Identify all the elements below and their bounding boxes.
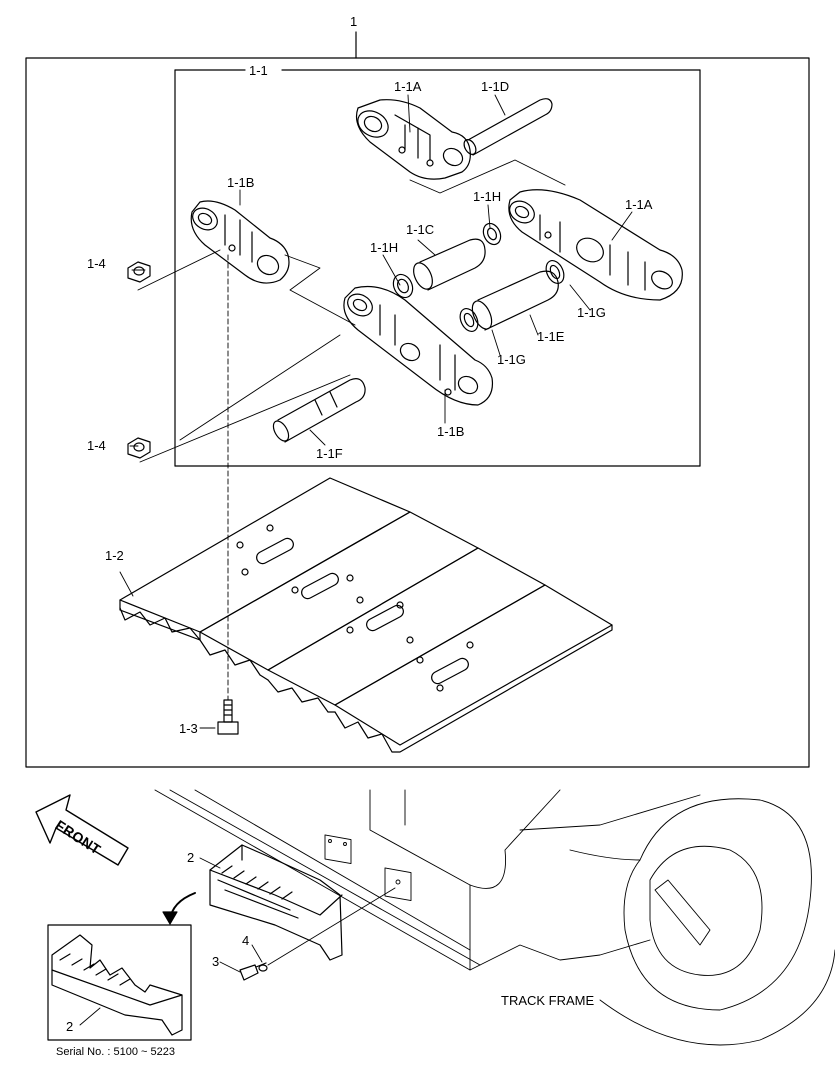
pin-1-1F <box>272 378 366 443</box>
callout-2-main: 2 <box>187 850 195 865</box>
callout-1-1F: 1-1F <box>316 446 343 461</box>
track-link-1-1A-top <box>355 99 471 180</box>
callout-1-1A-right: 1-1A <box>625 197 653 212</box>
bolt-1-3 <box>217 699 239 735</box>
callout-1-1C: 1-1C <box>406 222 435 237</box>
seal-1-1G-mid <box>459 308 479 332</box>
serial-number-label: Serial No. : 5100 ~ 5223 <box>56 1046 175 1058</box>
callout-1-1D: 1-1D <box>481 79 510 94</box>
seal-1-1G-right <box>545 260 565 284</box>
inset-box <box>47 924 192 1041</box>
bushing-1-1C <box>413 238 486 291</box>
seal-1-1H-left <box>392 273 414 299</box>
callout-1-1: 1-1 <box>248 63 269 78</box>
nut-1-4-top <box>127 261 151 283</box>
pin-1-1D <box>463 98 553 156</box>
callout-1-1G-right: 1-1G <box>577 305 606 320</box>
callout-1: 1 <box>349 14 359 29</box>
nut-1-4-bottom <box>127 437 151 459</box>
callout-1-3: 1-3 <box>179 721 198 736</box>
inset-pointer-arrow <box>162 892 196 925</box>
callout-1-1B-top: 1-1B <box>227 175 255 190</box>
callout-1-1G-mid: 1-1G <box>497 352 526 367</box>
track-frame-label: TRACK FRAME <box>501 993 595 1008</box>
bushing-1-1E <box>471 270 559 331</box>
track-link-1-1A-right <box>508 189 683 301</box>
callout-1-4-bottom: 1-4 <box>87 438 106 453</box>
track-link-1-1B-left <box>190 200 290 284</box>
front-arrow <box>35 794 129 866</box>
callout-1-1B-bottom: 1-1B <box>437 424 465 439</box>
track-shoe-plates-1-2 <box>119 477 613 753</box>
callout-3: 3 <box>212 954 220 969</box>
leader-lines-lower <box>79 857 396 1026</box>
callout-2-inset: 2 <box>66 1019 74 1034</box>
leader-lines <box>119 94 633 729</box>
step-2-main <box>209 844 343 961</box>
callout-1-1A-top: 1-1A <box>394 79 422 94</box>
callout-1-4-top: 1-4 <box>87 256 106 271</box>
callout-1-1H-left: 1-1H <box>370 240 399 255</box>
callout-1-1H-right: 1-1H <box>473 189 502 204</box>
track-link-1-1B-bottom <box>343 285 494 406</box>
seal-1-1H-right <box>482 222 502 246</box>
callout-4: 4 <box>242 933 250 948</box>
track-frame <box>154 789 835 1046</box>
callout-1-1E: 1-1E <box>537 329 565 344</box>
callout-1-2: 1-2 <box>105 548 124 563</box>
assembly-frame <box>25 31 810 768</box>
sub-assembly-frame <box>174 69 701 467</box>
washer-4 <box>258 964 268 972</box>
